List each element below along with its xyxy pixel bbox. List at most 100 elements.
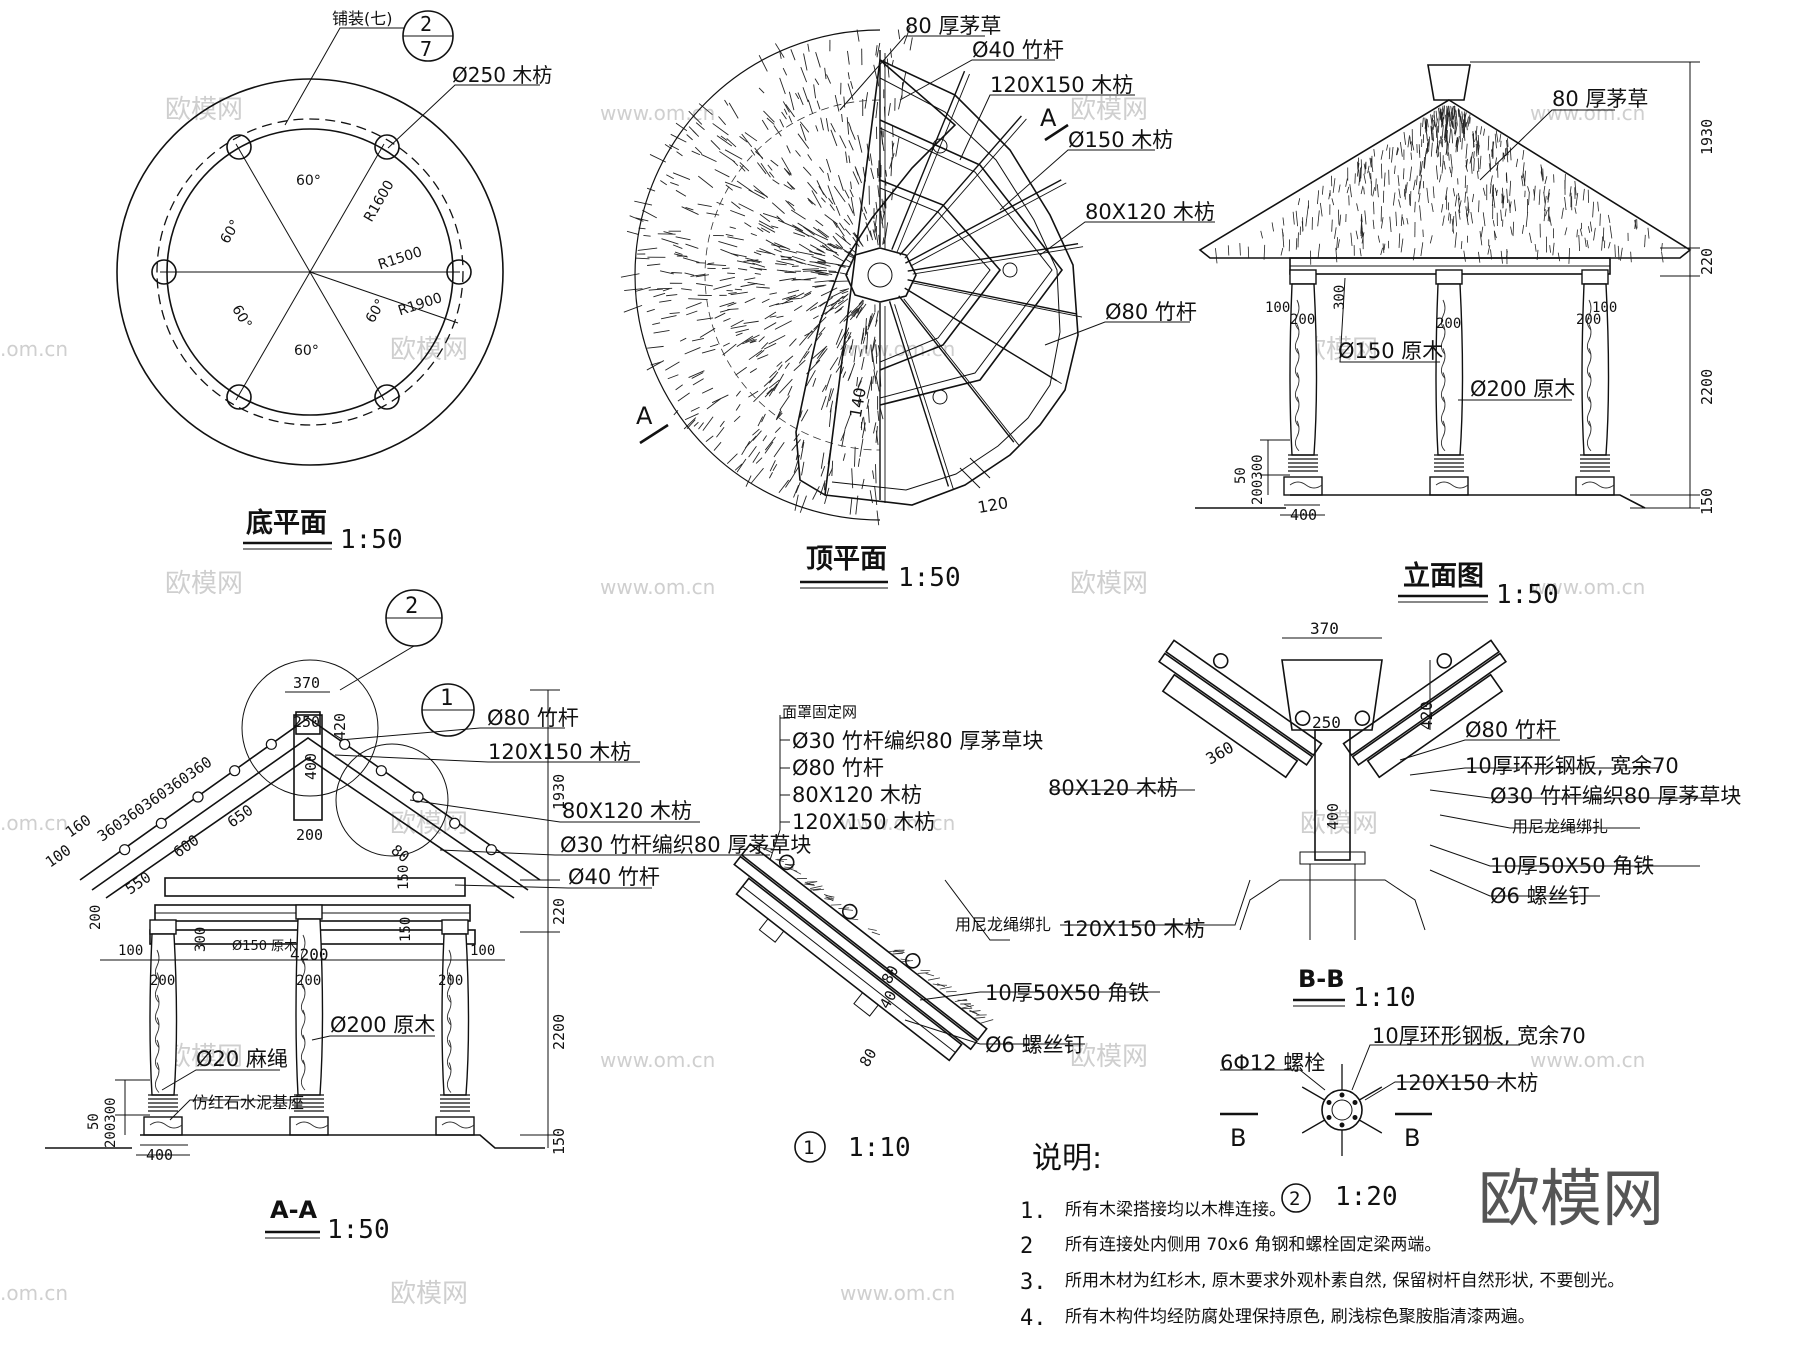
thatch-stroke xyxy=(867,928,877,931)
thatch-stroke xyxy=(1509,180,1512,196)
thatch-stroke xyxy=(665,361,680,371)
thatch-stroke xyxy=(802,269,822,272)
thatch-stroke xyxy=(1380,150,1384,160)
base-label: 仿红石水泥基座 xyxy=(192,1093,304,1112)
thatch-stroke xyxy=(848,155,851,164)
thatch-stroke xyxy=(890,157,893,177)
thatch-stroke xyxy=(1389,216,1392,233)
detail1-screw: Ø6 螺丝钉 xyxy=(985,1033,1085,1057)
thatch-stroke xyxy=(1494,231,1497,239)
thatch-stroke xyxy=(1475,125,1478,141)
thatch-stroke xyxy=(841,113,843,122)
thatch-stroke xyxy=(798,350,808,364)
thatch-stroke xyxy=(834,94,840,112)
thatch-stroke xyxy=(806,881,818,883)
dim-text: 200 xyxy=(296,826,323,844)
rafter-line xyxy=(888,301,950,487)
thatch-stroke xyxy=(1419,161,1422,176)
thatch-stroke xyxy=(738,203,754,212)
thatch-stroke xyxy=(1454,122,1457,135)
thatch-stroke xyxy=(845,151,848,163)
thatch-stroke xyxy=(1450,106,1453,115)
wood-grain xyxy=(300,1034,306,1066)
wood-grain xyxy=(300,934,306,966)
thatch-stroke xyxy=(1465,213,1469,226)
thatch-stroke xyxy=(730,319,744,328)
thatch-stroke xyxy=(719,151,736,163)
thatch-stroke xyxy=(1367,165,1370,174)
dim-text: 300 xyxy=(1332,285,1348,310)
thatch-stroke xyxy=(901,960,914,963)
thatch-stroke xyxy=(750,149,756,156)
thatch-stroke xyxy=(707,262,715,265)
thatch-stroke xyxy=(820,117,824,131)
thatch-stroke xyxy=(666,294,678,297)
thatch-stroke xyxy=(744,435,757,449)
dim-text: 2200 xyxy=(1698,369,1716,405)
note-text: 所有连接处内侧用 70x6 角钢和螺栓固定梁两端。 xyxy=(1065,1235,1441,1255)
wood-grain xyxy=(1581,481,1615,489)
thatch-stroke xyxy=(840,366,844,374)
thatch-stroke xyxy=(807,343,813,351)
thatch-stroke xyxy=(847,254,854,259)
thatch-stroke xyxy=(737,268,748,271)
rafter-line xyxy=(907,279,1078,315)
thatch-stroke xyxy=(825,374,832,391)
thatch-stroke xyxy=(779,52,782,59)
thatch-stroke xyxy=(1634,219,1637,229)
thatch-stroke xyxy=(771,225,779,229)
thatch-stroke xyxy=(1512,221,1515,237)
thatch-stroke xyxy=(759,213,771,223)
thatch-stroke xyxy=(925,973,935,977)
dim-text: 100 xyxy=(470,943,495,959)
thatch-stroke xyxy=(872,229,877,240)
thatch-stroke xyxy=(1593,227,1596,241)
thatch-stroke xyxy=(758,220,774,230)
thatch-stroke xyxy=(767,164,773,171)
thatch-stroke xyxy=(1441,115,1444,124)
thatch-stroke xyxy=(749,368,758,374)
thatch-stroke xyxy=(1544,176,1548,185)
thatch-stroke xyxy=(1528,192,1530,206)
thatch-stroke xyxy=(773,248,782,253)
notes-title: 说明: xyxy=(1032,1141,1102,1176)
thatch-stroke xyxy=(635,257,650,260)
bamboo40-label: Ø40 竹杆 xyxy=(568,865,660,889)
thatch-stroke xyxy=(763,342,777,350)
thatch-stroke xyxy=(876,510,880,526)
thatch-stroke xyxy=(1317,210,1320,227)
rope-label: 用尼龙绳绑扎 xyxy=(1512,817,1608,836)
thatch-stroke xyxy=(1589,221,1593,232)
log200-label: Ø200 原木 xyxy=(1470,377,1575,401)
thatch-stroke xyxy=(777,858,788,860)
thatch-stroke xyxy=(847,121,852,129)
thatch-stroke xyxy=(692,337,704,342)
thatch-stroke xyxy=(782,67,788,76)
thatch-stroke xyxy=(1601,236,1603,251)
wood-grain xyxy=(1294,348,1300,379)
thatch-stroke xyxy=(819,166,825,173)
detail1-angle: 10厚50X50 角铁 xyxy=(985,981,1149,1005)
thatch-stroke xyxy=(643,234,651,237)
thatch-stroke xyxy=(1410,152,1413,160)
thatch-stroke xyxy=(1515,158,1519,168)
thatch-stroke xyxy=(838,222,845,231)
thatch-stroke xyxy=(693,421,699,427)
thatch-stroke xyxy=(1317,243,1321,259)
thatch-stroke xyxy=(1301,221,1304,231)
thatch-stroke xyxy=(701,348,716,354)
thatch-stroke xyxy=(646,187,656,192)
thatch-stroke xyxy=(634,200,653,206)
post-cap xyxy=(149,919,177,935)
bamboo-section xyxy=(265,738,277,750)
thatch-stroke xyxy=(813,888,825,891)
thatch-stroke xyxy=(881,127,883,145)
note-number: 1. xyxy=(1020,1199,1047,1224)
thatch-stroke xyxy=(1437,142,1440,157)
thatch-stroke xyxy=(807,43,810,52)
thatch-stroke xyxy=(728,292,737,295)
thatch-stroke xyxy=(719,308,731,313)
thatch-stroke xyxy=(857,376,863,388)
thatch-stroke xyxy=(757,846,767,849)
thatch-stroke xyxy=(1450,166,1453,178)
